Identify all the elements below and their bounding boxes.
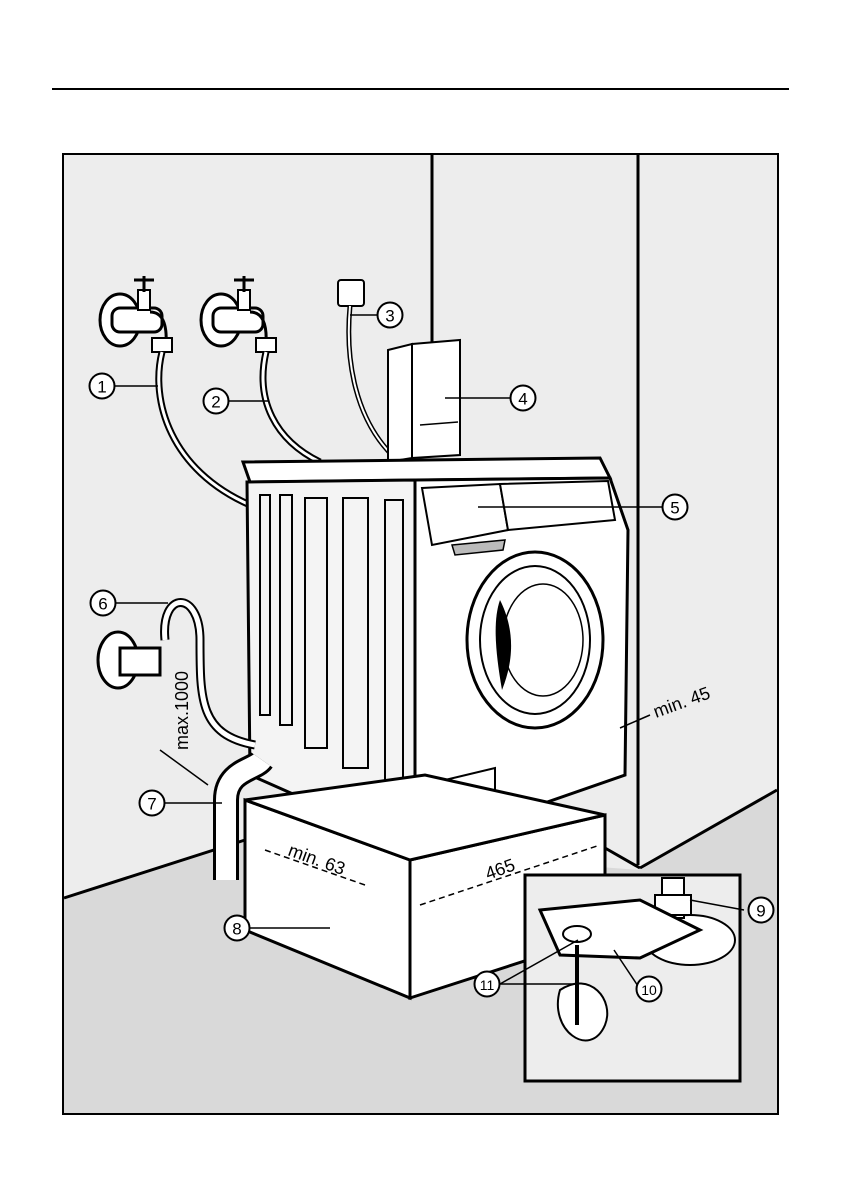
callout-label-7: 7 (147, 795, 156, 814)
callout-label-1: 1 (97, 378, 106, 397)
dimension-max-height: max.1000 (172, 671, 192, 750)
callout-label-10: 10 (641, 982, 657, 998)
callout-label-8: 8 (232, 920, 241, 939)
callout-label-4: 4 (518, 390, 527, 409)
top-mounted-unit (388, 340, 460, 462)
callout-label-11: 11 (480, 977, 495, 993)
callout-label-3: 3 (385, 307, 394, 326)
callout-label-2: 2 (211, 393, 220, 412)
electrical-socket (338, 280, 364, 306)
callout-label-5: 5 (670, 499, 679, 518)
callout-label-6: 6 (98, 595, 107, 614)
callout-label-9: 9 (756, 902, 765, 921)
